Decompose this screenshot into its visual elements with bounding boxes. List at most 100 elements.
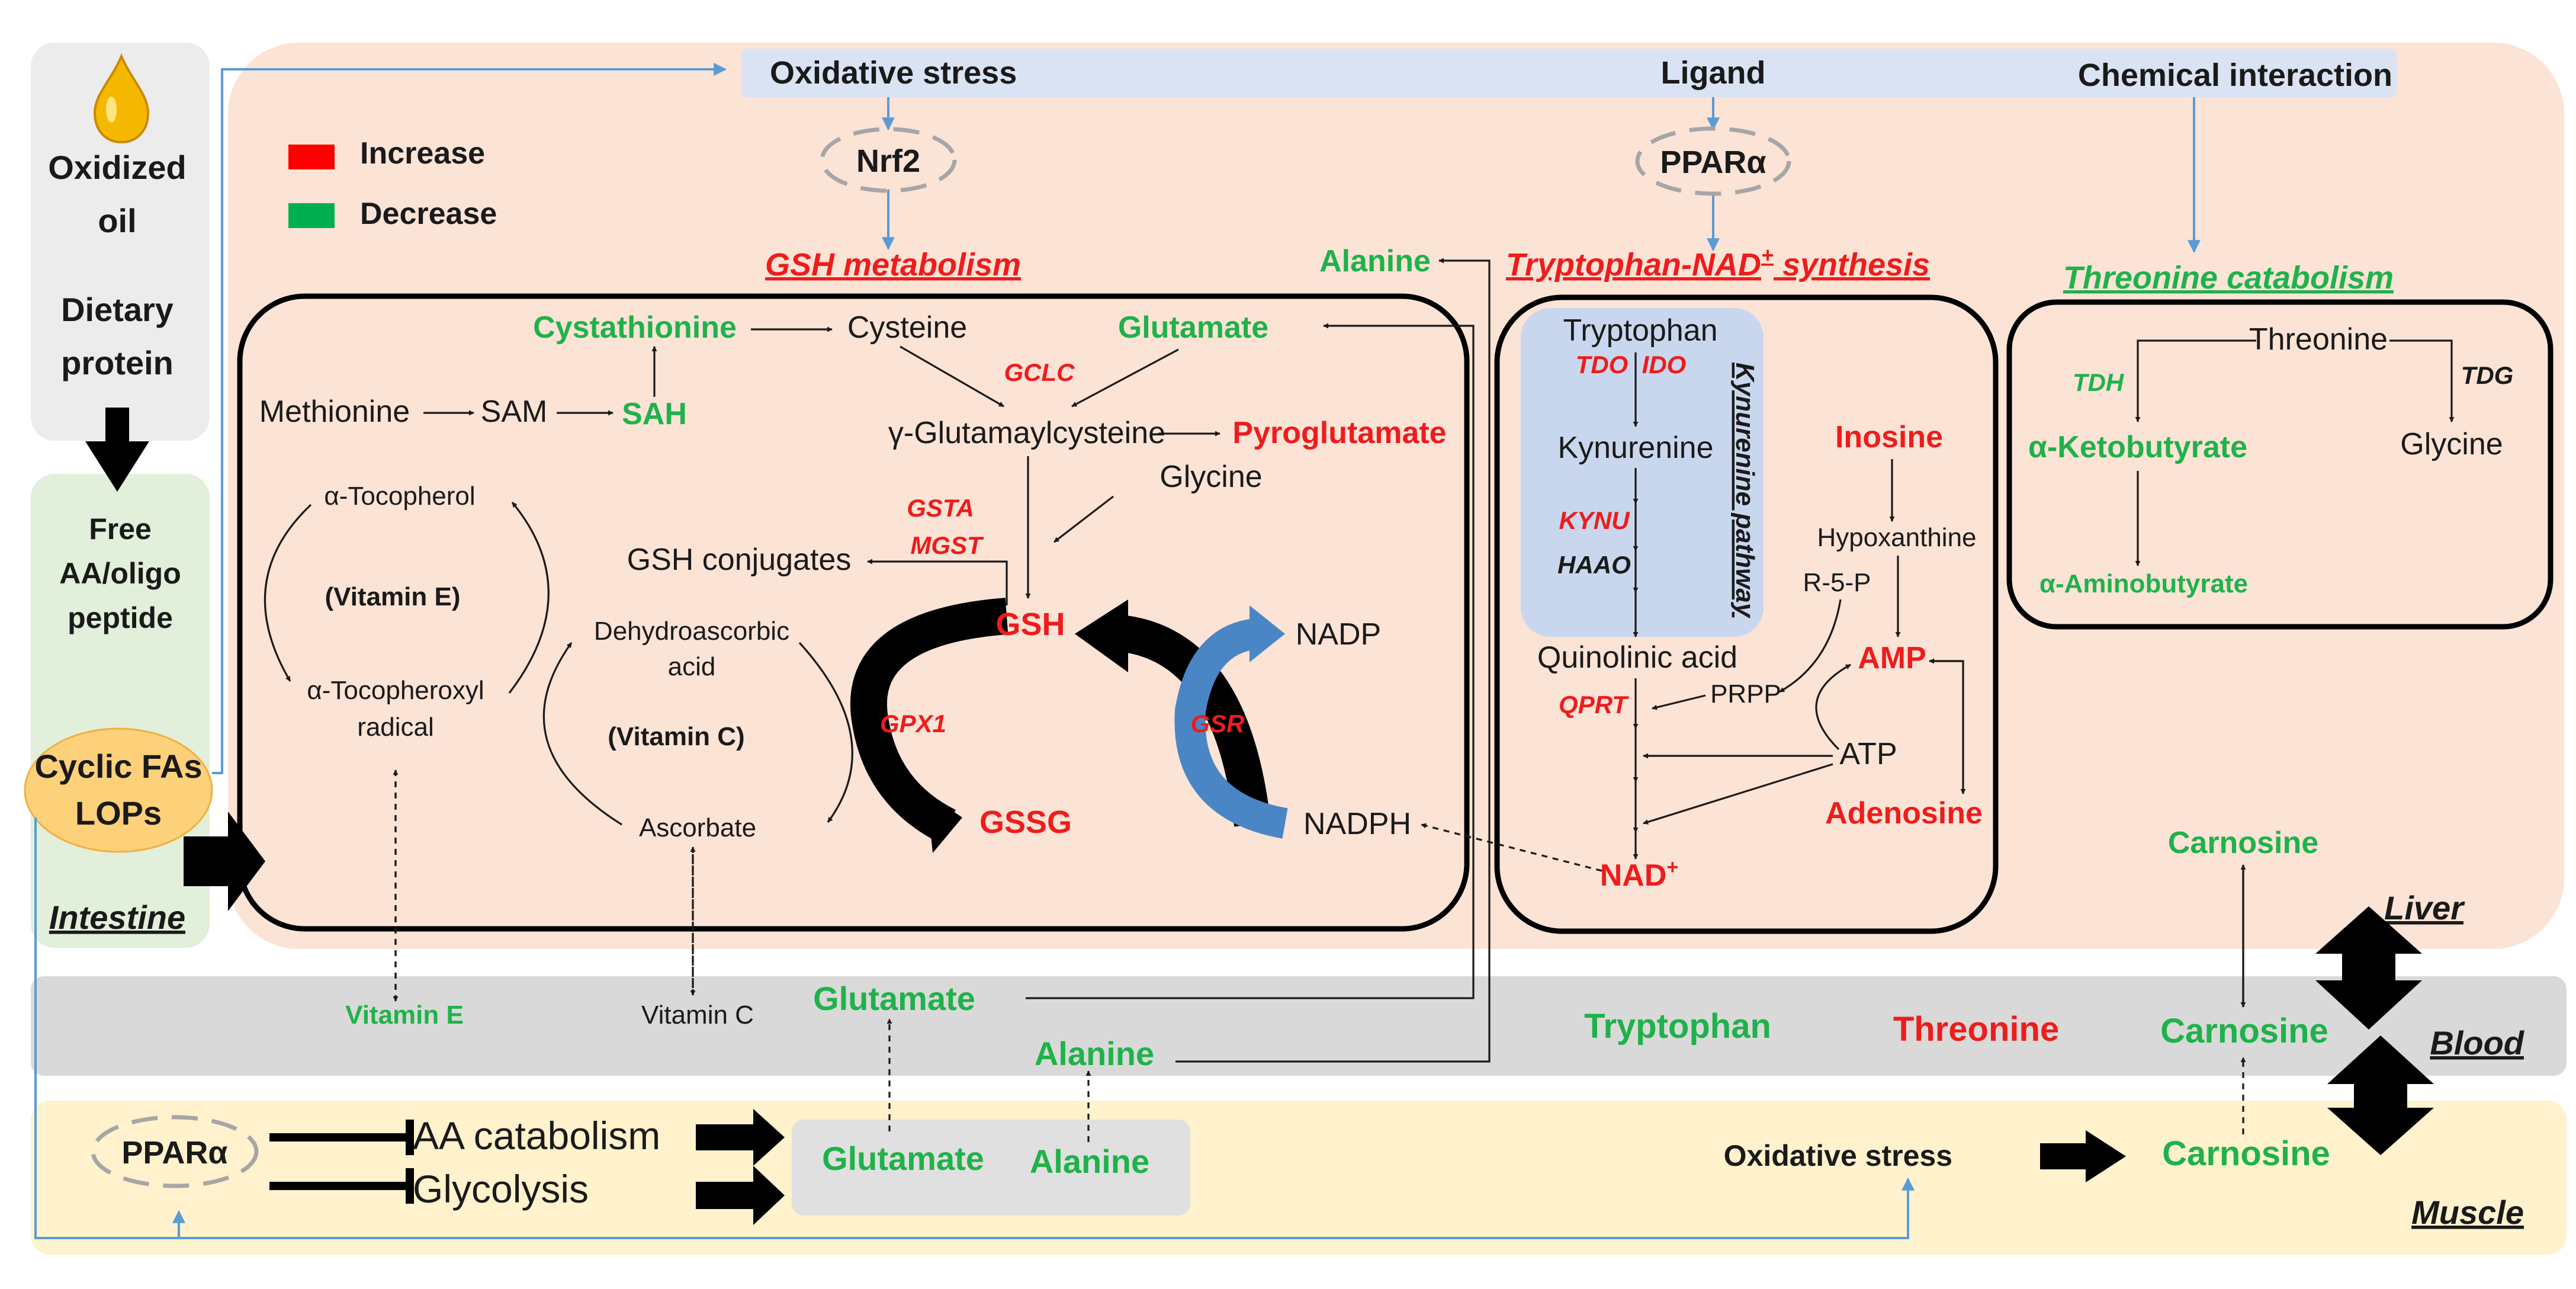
trp-nad-heading-tail: synthesis xyxy=(1774,247,1930,283)
tocopheroxyl-node-1: α-Tocopheroxyl xyxy=(307,676,484,705)
glycolysis-label: Glycolysis xyxy=(413,1167,589,1211)
gsh-metabolism-heading: GSH metabolism xyxy=(765,247,1021,283)
ketobutyrate-node: α-Ketobutyrate xyxy=(2028,430,2247,464)
dietary-protein-label-1: Dietary xyxy=(61,291,174,328)
blood-label: Blood xyxy=(2430,1024,2524,1062)
mgst-enzyme: MGST xyxy=(910,531,984,559)
dehydroascorbic-node-2: acid xyxy=(668,652,716,681)
carnosine-liver-node: Carnosine xyxy=(2168,826,2318,860)
ppara-receptor-liver xyxy=(1635,126,1791,196)
cysteine-node: Cysteine xyxy=(847,310,967,345)
kynu-enzyme: KYNU xyxy=(1559,506,1630,534)
cystathionine-node: Cystathionine xyxy=(533,310,737,345)
tdo-enzyme: TDO xyxy=(1576,351,1629,379)
tryptophan-nad-box xyxy=(1494,294,1999,934)
nad-node: NAD+ xyxy=(1600,856,1679,893)
blood-vitamin-c-node: Vitamin C xyxy=(641,1001,754,1030)
nadp-node: NADP xyxy=(1296,617,1381,652)
qprt-enzyme: QPRT xyxy=(1559,691,1629,719)
cyclic-fas-label-2: LOPs xyxy=(75,794,162,832)
atp-to-amp-curve xyxy=(1815,663,1851,751)
intestine-label: Intestine xyxy=(49,899,185,936)
tryptophan-liver-node: Tryptophan xyxy=(1563,313,1717,348)
gsh-to-conjugates xyxy=(867,559,1008,605)
nrf2-label: Nrf2 xyxy=(856,143,920,179)
legend-increase-label: Increase xyxy=(360,136,485,171)
tdh-enzyme: TDH xyxy=(2073,368,2125,396)
muscle-glutamate-node: Glutamate xyxy=(822,1140,984,1177)
oil-drop-icon xyxy=(93,53,150,144)
blood-tryptophan-node: Tryptophan xyxy=(1584,1007,1771,1046)
liver-blood-double-arrow xyxy=(2315,906,2422,1030)
threonine-catabolism-heading: Threonine catabolism xyxy=(2063,260,2394,296)
blood-threonine-node: Threonine xyxy=(1893,1010,2059,1048)
gsr-cycle-arrow xyxy=(1174,618,1288,839)
sah-node: SAH xyxy=(622,397,687,431)
muscle-oxidative-stress-label: Oxidative stress xyxy=(1724,1139,1952,1172)
oil-drop-highlight xyxy=(106,97,117,123)
tocopheroxyl-node-2: radical xyxy=(357,713,434,742)
gsh-metabolism-box xyxy=(237,293,1470,932)
quinolinic-acid-node: Quinolinic acid xyxy=(1537,640,1737,675)
kynurenine-pathway-panel xyxy=(1521,308,1764,637)
oxidized-oil-label-2: oil xyxy=(98,202,136,239)
r5p-node: R-5-P xyxy=(1803,568,1871,597)
gsr-arrowhead xyxy=(1250,605,1285,662)
hypoxanthine-node: Hypoxanthine xyxy=(1817,523,1976,552)
glutamate-to-gclc xyxy=(1071,348,1179,408)
protein-down-arrow xyxy=(85,408,149,492)
trp-nad-heading-main: Tryptophan-NAD xyxy=(1506,247,1761,283)
ascorbate-to-dehydroascorbic-curve xyxy=(542,642,622,826)
blood-alanine-node: Alanine xyxy=(1035,1035,1154,1072)
legend-decrease-label: Decrease xyxy=(360,197,497,231)
kynurenine-node: Kynurenine xyxy=(1557,431,1713,465)
gamma-glutamylcysteine-node: γ-Glutamaylcysteine xyxy=(888,416,1165,450)
dehydroascorbic-node-1: Dehydroascorbic xyxy=(594,617,789,646)
threonine-to-glycine xyxy=(2389,339,2455,422)
r5p-to-prpp xyxy=(1779,599,1842,693)
ido-enzyme: IDO xyxy=(1642,351,1687,379)
blood-alanine-to-liver xyxy=(1175,258,1491,1063)
dietary-protein-label-2: protein xyxy=(61,344,174,381)
nrf2-receptor xyxy=(820,127,957,193)
nadph-node: NADPH xyxy=(1303,807,1411,841)
aa-catabolism-label: AA catabolism xyxy=(413,1114,660,1157)
amp-node: AMP xyxy=(1858,641,1926,675)
legend-decrease-swatch xyxy=(288,203,335,228)
threonine-catabolism-box xyxy=(2006,299,2553,630)
trp-nad-heading-sup: + xyxy=(1761,243,1774,267)
aa-catabolism-arrow xyxy=(696,1109,785,1166)
gssg-node: GSSG xyxy=(979,804,1072,840)
pyroglutamate-node: Pyroglutamate xyxy=(1232,416,1446,450)
cyclic-fas-ellipse xyxy=(24,727,213,853)
chemical-interaction-label: Chemical interaction xyxy=(2078,57,2392,93)
nad-to-nadph-dotted xyxy=(1421,823,1602,872)
prpp-node: PRPP xyxy=(1710,679,1781,708)
ppara-label-liver: PPARα xyxy=(1660,145,1766,180)
cysteine-to-gclc xyxy=(900,345,1004,408)
threonine-liver-node: Threonine xyxy=(2249,322,2388,357)
gsh-node: GSH xyxy=(995,607,1065,642)
glycolysis-arrow xyxy=(696,1166,785,1225)
nad-node-main: NAD xyxy=(1600,858,1667,893)
haao-enzyme: HAAO xyxy=(1557,551,1631,579)
ppara-label-muscle: PPARα xyxy=(121,1135,227,1171)
dehydroascorbic-to-ascorbate-curve xyxy=(798,642,853,823)
blood-glutamate-to-liver xyxy=(1026,323,1475,999)
nad-node-sup: + xyxy=(1666,856,1678,878)
oxidative-stress-label: Oxidative stress xyxy=(770,55,1017,91)
ligand-label: Ligand xyxy=(1661,55,1766,91)
gpx1-arrowhead xyxy=(927,794,962,853)
muscle-carnosine-node: Carnosine xyxy=(2162,1134,2330,1173)
prpp-to-qprt xyxy=(1652,694,1706,710)
glycine-liver-node: Glycine xyxy=(1159,460,1262,494)
methionine-node: Methionine xyxy=(259,395,410,429)
trp-nad-heading: Tryptophan-NAD+ synthesis xyxy=(1506,243,1930,283)
blood-vitamin-e-node: Vitamin E xyxy=(345,1001,464,1030)
free-aa-label-3: peptide xyxy=(68,601,173,634)
oxidative-stress-arrow xyxy=(2040,1130,2126,1182)
gpx1-cycle-arrow xyxy=(850,598,1008,843)
muscle-alanine-node: Alanine xyxy=(1030,1143,1149,1180)
